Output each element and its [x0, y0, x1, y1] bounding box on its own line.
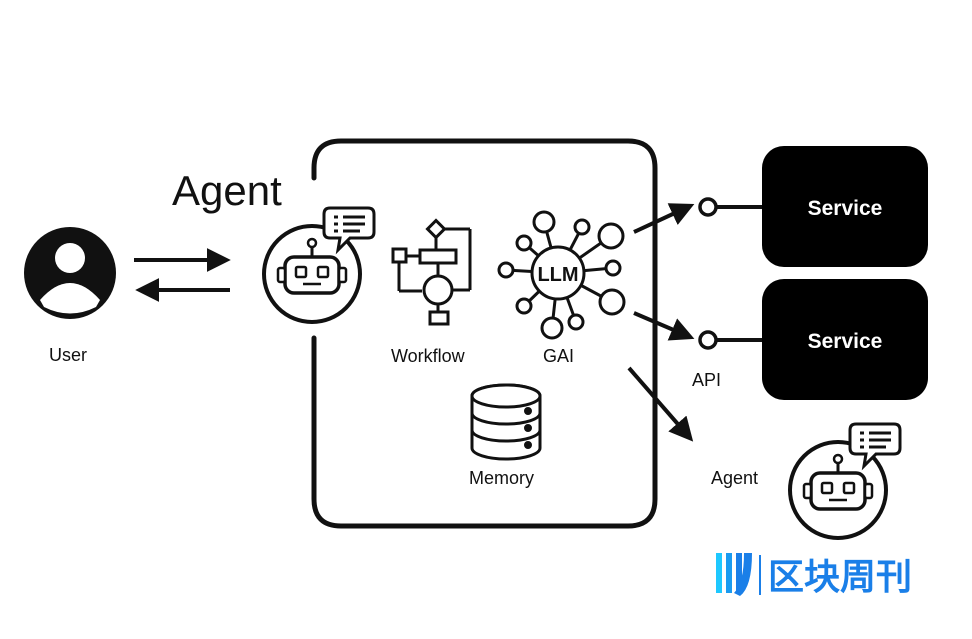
robot-agent-icon [262, 224, 362, 324]
speech-bubble-icon [322, 206, 376, 255]
watermark-logo-icon [716, 553, 761, 596]
memory-label: Memory [469, 468, 534, 488]
speech-bubble-icon [848, 422, 902, 471]
user-label: User [49, 345, 87, 365]
robot-agent-icon [788, 440, 888, 540]
workflow-flowchart-icon [391, 218, 472, 326]
llm-network-icon [497, 210, 626, 340]
service-label: Service [808, 197, 883, 220]
user-icon [24, 227, 116, 319]
api-label: API [692, 370, 721, 390]
workflow-label: Workflow [391, 346, 466, 366]
api-connector-bottom [698, 330, 762, 350]
gai-label: GAI [543, 346, 574, 366]
agent-small-label: Agent [711, 468, 758, 488]
api-arrow-top [633, 203, 695, 234]
service-box: Service [762, 146, 928, 267]
agent-container [311, 138, 658, 529]
agent-arrow [627, 366, 694, 442]
database-icon [470, 383, 542, 461]
api-arrow-bottom [633, 311, 695, 341]
api-connector-top [698, 197, 762, 217]
agent-title: Agent [172, 167, 282, 214]
service-box: Service [762, 279, 928, 400]
watermark-text: 区块周刊 [768, 557, 912, 598]
llm-label: LLM [537, 264, 578, 286]
service-label: Service [808, 330, 883, 353]
